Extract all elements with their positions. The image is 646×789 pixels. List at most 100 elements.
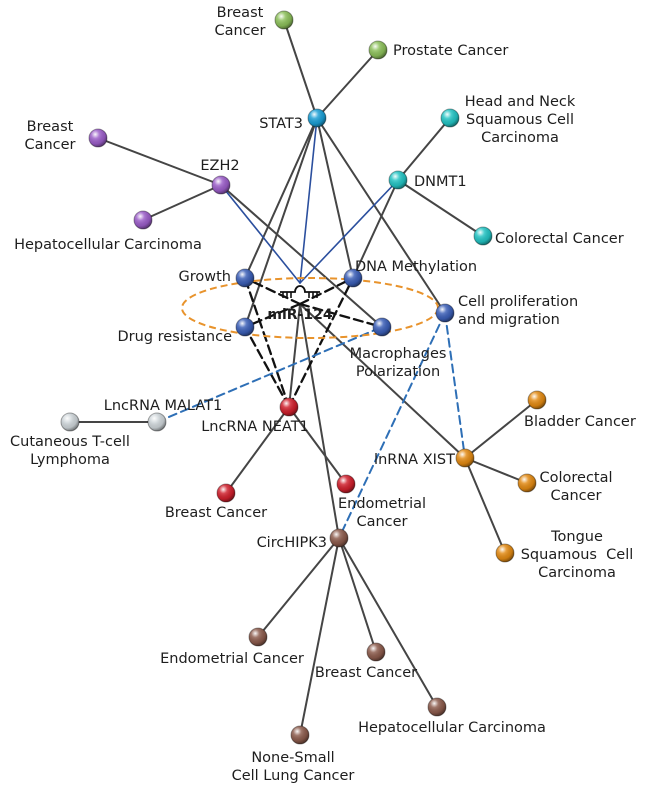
node-label-stat3: STAT3 bbox=[259, 116, 303, 132]
node-lncrna-malat1[interactable] bbox=[147, 412, 167, 432]
node-label-growth: Growth bbox=[179, 269, 232, 285]
edge-stat3-to-prostate-cancer bbox=[316, 49, 379, 119]
node-drug-resistance[interactable] bbox=[235, 317, 255, 337]
node-colorectal-cancer[interactable] bbox=[517, 473, 537, 493]
edge-mir-124-to-lncrna-neat1 bbox=[288, 303, 301, 408]
node-label-head-and-neck-squamous-cell-carcinoma: Squamous Cell bbox=[466, 112, 574, 128]
node-label-none-small-cell-lung-cancer: Cell Lung Cancer bbox=[232, 768, 355, 784]
node-tongue-squamous-cell-carcinoma[interactable] bbox=[495, 543, 515, 563]
edge-stat3-to-mir-124 bbox=[299, 117, 318, 284]
edge-stat3-to-dna-methylation bbox=[316, 117, 354, 279]
edge-lnrna-xist-to-bladder-cancer bbox=[464, 399, 538, 459]
node-bladder-cancer[interactable] bbox=[527, 390, 547, 410]
edge-ezh2-to-macrophages-polarization bbox=[220, 184, 383, 328]
edge-mir-124-to-drug-resistance bbox=[243, 302, 302, 329]
edge-lncrna-neat1-to-drug-resistance bbox=[243, 325, 291, 409]
node-label-hepatocellular-carcinoma: Hepatocellular Carcinoma bbox=[14, 237, 202, 253]
node-cell-proliferation-and-migration[interactable] bbox=[435, 303, 455, 323]
node-lnrna-xist[interactable] bbox=[455, 448, 475, 468]
node-label-breast-cancer: Breast bbox=[27, 119, 74, 135]
node-hepatocellular-carcinoma[interactable] bbox=[133, 210, 153, 230]
node-label-head-and-neck-squamous-cell-carcinoma: Head and Neck bbox=[465, 94, 576, 110]
node-label-macrophages-polarization: Macrophages bbox=[350, 346, 447, 362]
edge-dnmt1-to-mir-124 bbox=[299, 179, 399, 284]
node-head-and-neck-squamous-cell-carcinoma[interactable] bbox=[440, 108, 460, 128]
node-circhipk3[interactable] bbox=[329, 528, 349, 548]
node-label-dna-methylation: DNA Methylation bbox=[355, 259, 477, 275]
edge-stat3-to-drug-resistance bbox=[244, 117, 318, 328]
node-label-lncrna-malat1: LncRNA MALAT1 bbox=[104, 398, 222, 414]
node-label-ezh2: EZH2 bbox=[200, 158, 239, 174]
node-label-breast-cancer: Breast Cancer bbox=[165, 505, 267, 521]
edge-mir-124-to-circhipk3 bbox=[299, 303, 340, 539]
node-breast-cancer[interactable] bbox=[366, 642, 386, 662]
node-label-none-small-cell-lung-cancer: None-Small bbox=[251, 750, 334, 766]
node-label-circhipk3: CircHIPK3 bbox=[257, 535, 327, 551]
node-label-breast-cancer: Cancer bbox=[24, 137, 75, 153]
edge-lnrna-xist-to-colorectal-cancer bbox=[464, 457, 528, 484]
node-endometrial-cancer[interactable] bbox=[248, 627, 268, 647]
node-label-colorectal-cancer: Cancer bbox=[550, 488, 601, 504]
node-label-tongue-squamous-cell-carcinoma: Carcinoma bbox=[538, 565, 616, 581]
node-label-breast-cancer: Breast bbox=[217, 5, 264, 21]
node-breast-cancer[interactable] bbox=[274, 10, 294, 30]
node-label-bladder-cancer: Bladder Cancer bbox=[524, 414, 636, 430]
node-dna-methylation[interactable] bbox=[343, 268, 363, 288]
node-macrophages-polarization[interactable] bbox=[372, 317, 392, 337]
node-label-cell-proliferation-and-migration: and migration bbox=[458, 312, 560, 328]
node-label-breast-cancer: Cancer bbox=[214, 23, 265, 39]
edge-cell-proliferation-and-migration-to-lnrna-xist bbox=[444, 312, 466, 459]
node-ezh2[interactable] bbox=[211, 175, 231, 195]
node-label-endometrial-cancer: Cancer bbox=[356, 514, 407, 530]
edge-lncrna-neat1-to-growth bbox=[243, 276, 291, 409]
edge-ezh2-to-hepatocellular-carcinoma bbox=[142, 184, 222, 221]
node-label-endometrial-cancer: Endometrial bbox=[338, 496, 426, 512]
edge-mir-124-to-growth bbox=[243, 276, 302, 306]
node-label-hepatocellular-carcinoma: Hepatocellular Carcinoma bbox=[358, 720, 546, 736]
node-label-tongue-squamous-cell-carcinoma: Squamous Cell bbox=[521, 547, 634, 563]
edge-circhipk3-to-none-small-cell-lung-cancer bbox=[299, 537, 340, 736]
node-none-small-cell-lung-cancer[interactable] bbox=[290, 725, 310, 745]
node-label-colorectal-cancer: Colorectal Cancer bbox=[495, 231, 624, 247]
edge-lnrna-xist-to-tongue-squamous-cell-carcinoma bbox=[464, 457, 506, 554]
node-cutaneous-t-cell-lymphoma[interactable] bbox=[60, 412, 80, 432]
node-breast-cancer[interactable] bbox=[88, 128, 108, 148]
node-label-prostate-cancer: Prostate Cancer bbox=[393, 43, 508, 59]
node-label-tongue-squamous-cell-carcinoma: Tongue bbox=[550, 529, 603, 545]
edge-lncrna-neat1-to-breast-cancer bbox=[225, 406, 290, 494]
edge-circhipk3-to-hepatocellular-carcinoma bbox=[338, 537, 438, 708]
node-label-colorectal-cancer: Colorectal bbox=[539, 470, 612, 486]
node-colorectal-cancer[interactable] bbox=[473, 226, 493, 246]
node-label-head-and-neck-squamous-cell-carcinoma: Carcinoma bbox=[481, 130, 559, 146]
node-endometrial-cancer[interactable] bbox=[336, 474, 356, 494]
edge-dnmt1-to-head-and-neck-squamous-cell-carcinoma bbox=[397, 117, 451, 181]
edges-layer bbox=[69, 19, 538, 736]
node-label-cutaneous-t-cell-lymphoma: Lymphoma bbox=[30, 452, 110, 468]
node-label-macrophages-polarization: Polarization bbox=[356, 364, 440, 380]
node-breast-cancer[interactable] bbox=[216, 483, 236, 503]
node-lncrna-neat1[interactable] bbox=[279, 397, 299, 417]
node-label-lnrna-xist: lnRNA XIST bbox=[374, 452, 455, 468]
edge-mir-124-to-dna-methylation bbox=[298, 276, 355, 306]
edge-lncrna-neat1-to-dna-methylation bbox=[287, 276, 355, 409]
edge-dnmt1-to-dna-methylation bbox=[352, 179, 399, 279]
node-label-lncrna-neat1: LncRNA NEAT1 bbox=[201, 419, 309, 435]
node-growth[interactable] bbox=[235, 268, 255, 288]
node-label-drug-resistance: Drug resistance bbox=[118, 329, 233, 345]
edge-mir-124-to-macrophages-polarization bbox=[298, 302, 384, 329]
node-hepatocellular-carcinoma[interactable] bbox=[427, 697, 447, 717]
node-label-cutaneous-t-cell-lymphoma: Cutaneous T-cell bbox=[10, 434, 130, 450]
edge-stat3-to-breast-cancer bbox=[283, 19, 318, 119]
edge-circhipk3-to-endometrial-cancer bbox=[257, 537, 340, 638]
edge-stat3-to-growth bbox=[244, 117, 318, 279]
node-prostate-cancer[interactable] bbox=[368, 40, 388, 60]
node-dnmt1[interactable] bbox=[388, 170, 408, 190]
edge-cell-proliferation-and-migration-to-circhipk3 bbox=[338, 312, 446, 539]
node-stat3[interactable] bbox=[307, 108, 327, 128]
nodes-layer bbox=[60, 10, 547, 745]
node-label-dnmt1: DNMT1 bbox=[414, 174, 467, 190]
edge-ezh2-to-mir-124 bbox=[220, 184, 301, 284]
edge-lncrna-malat1-to-macrophages-polarization bbox=[156, 326, 383, 423]
